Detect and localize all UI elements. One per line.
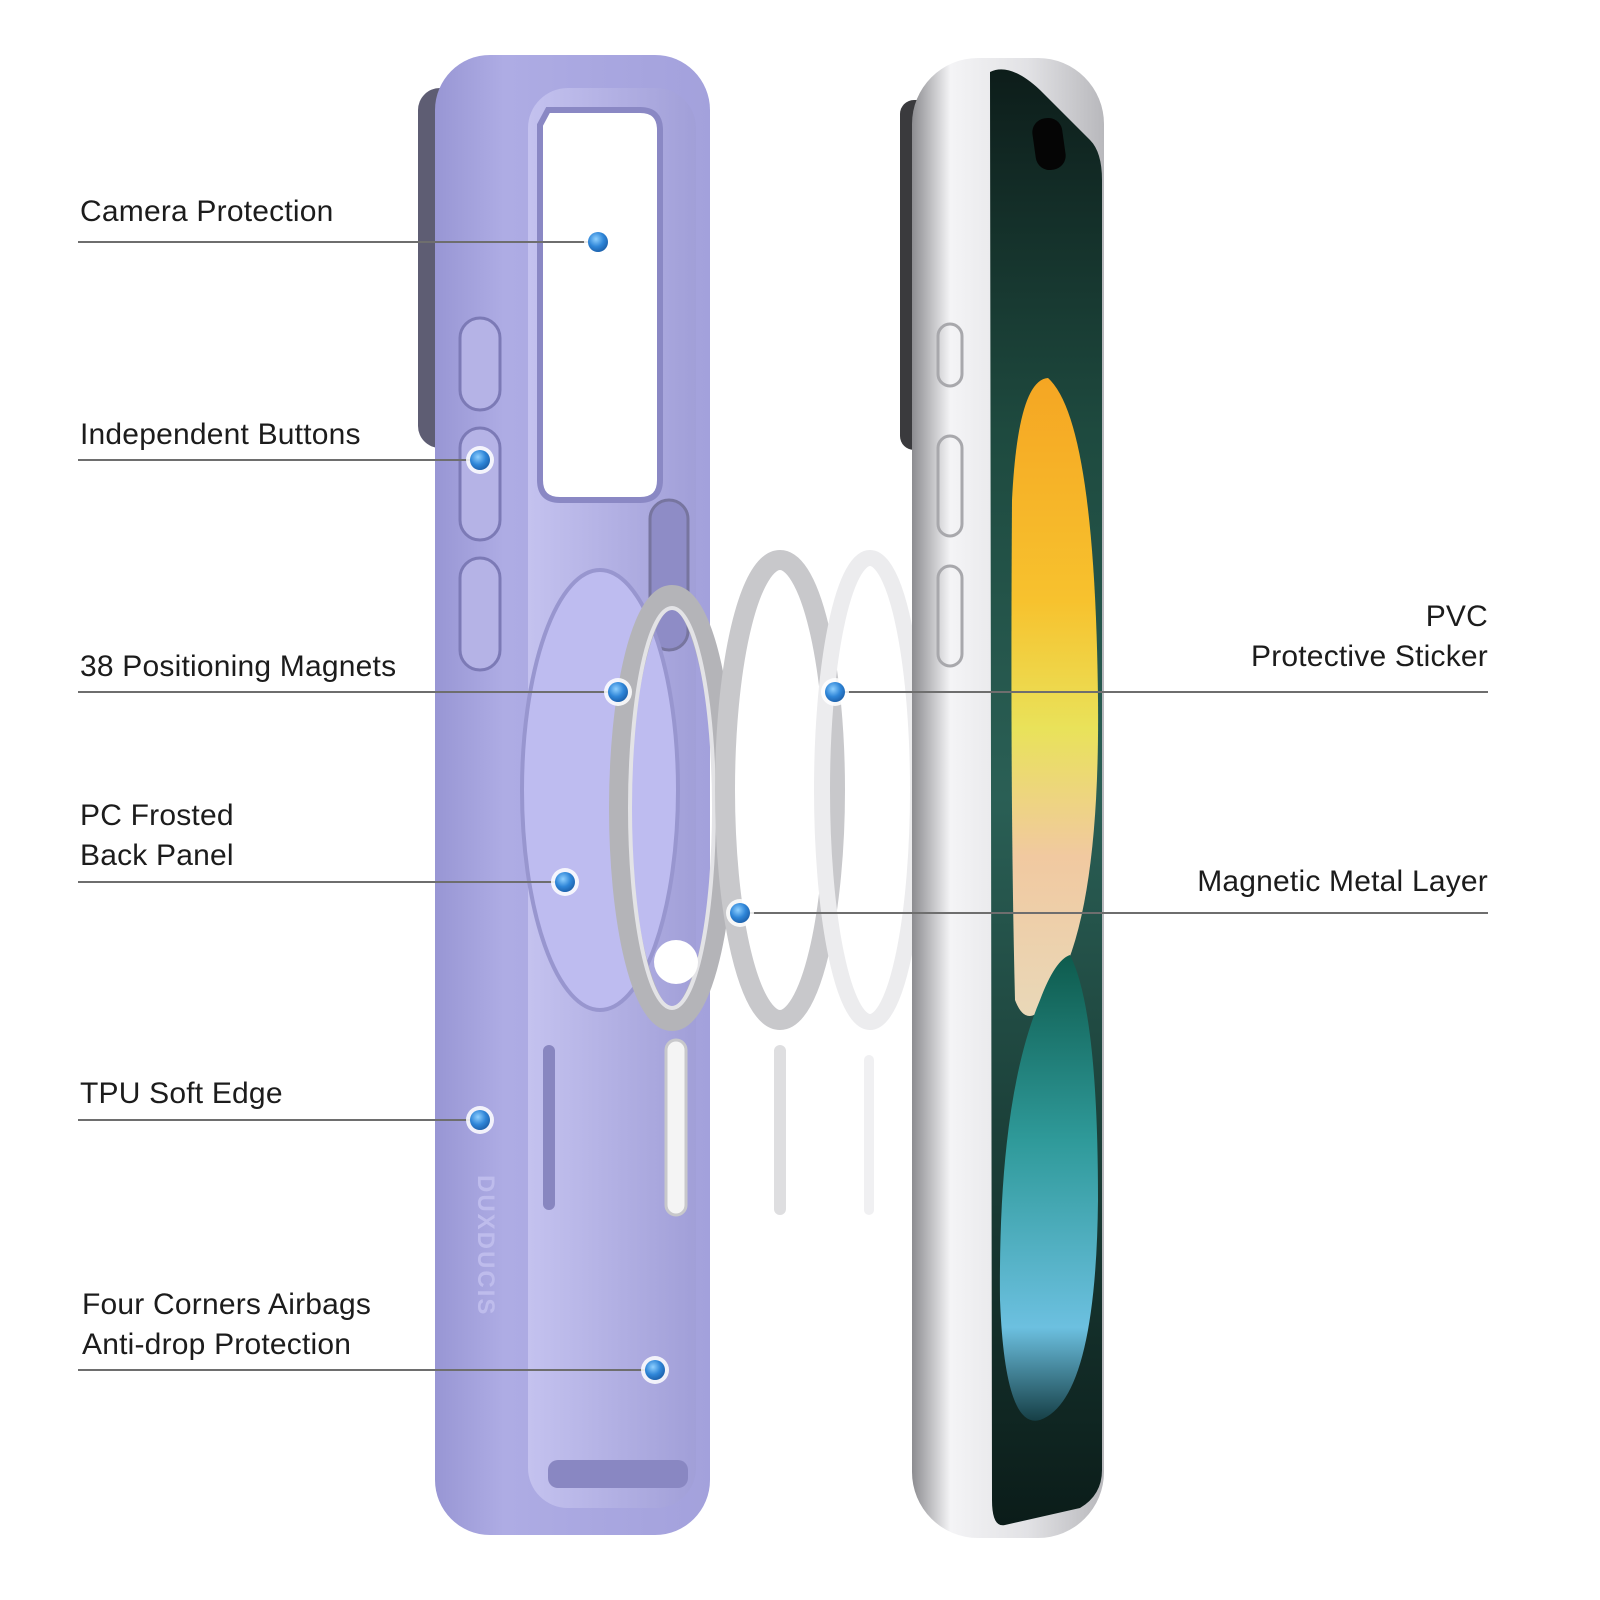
metal-ring-front-inner: [628, 606, 716, 1010]
marker-dot: [821, 678, 849, 706]
label-positioning-magnets-text: 38 Positioning Magnets: [80, 650, 397, 683]
phone-volume-up: [936, 434, 964, 538]
label-magnetic-metal-layer-text: Magnetic Metal Layer: [1197, 865, 1488, 898]
label-tpu-soft-edge-text: TPU Soft Edge: [80, 1077, 283, 1110]
label-camera-protection: Camera Protection: [80, 192, 334, 232]
leader-lines: [78, 241, 1488, 1371]
label-camera-protection-text: Camera Protection: [80, 195, 334, 228]
case-bottom-lip: [548, 1460, 688, 1488]
label-pc-frosted-back-panel: PC Frosted Back Panel: [80, 796, 234, 876]
metal-tail: [664, 1038, 688, 1217]
phone: [900, 58, 1104, 1538]
label-pvc-line2: Protective Sticker: [1250, 640, 1488, 673]
label-pvc-line1: PVC: [1425, 600, 1488, 633]
marker-dot: [551, 868, 579, 896]
magnet-ring-middle: [715, 550, 845, 1030]
label-independent-buttons-text: Independent Buttons: [80, 418, 361, 451]
marker-dot: [466, 1106, 494, 1134]
phone-action-button: [936, 322, 964, 388]
label-pvc-protective-sticker: PVC Protective Sticker: [1251, 597, 1488, 677]
marker-dot: [641, 1356, 669, 1384]
label-magnetic-metal-layer: Magnetic Metal Layer: [1197, 862, 1488, 902]
marker-dot: [466, 446, 494, 474]
case-button-mid: [458, 426, 502, 542]
marker-dot: [604, 678, 632, 706]
label-pc-frosted-line2: Back Panel: [80, 839, 234, 872]
marker-dot: [584, 228, 612, 256]
case-button-top: [458, 316, 502, 412]
callout-markers: [466, 228, 849, 1384]
screen-wallpaper-teal: [999, 955, 1098, 1421]
label-tpu-soft-edge: TPU Soft Edge: [80, 1074, 283, 1114]
case-brand-logo: DUXDUCIS: [472, 1175, 499, 1316]
pvc-tail: [864, 1055, 874, 1215]
dynamic-island: [1032, 117, 1066, 171]
camera-cutout: [537, 107, 663, 503]
phone-volume-down: [936, 564, 964, 668]
label-airbags-line1: Four Corners Airbags: [82, 1288, 372, 1321]
magnet-layers: [609, 550, 926, 1217]
screen-wallpaper-flame: [1011, 378, 1099, 1016]
marker-dot: [726, 899, 754, 927]
label-airbags-line2: Anti-drop Protection: [82, 1328, 352, 1361]
label-four-corners-airbags: Four Corners Airbags Anti-drop Protectio…: [82, 1285, 371, 1365]
label-independent-buttons: Independent Buttons: [80, 415, 361, 455]
case-slot-bar: [543, 1045, 555, 1210]
metal-ring-notch: [654, 940, 698, 984]
label-positioning-magnets: 38 Positioning Magnets: [80, 647, 396, 687]
phone-case: DUXDUCIS: [418, 55, 710, 1535]
case-button-low: [458, 556, 502, 672]
magnet-tail-middle: [774, 1045, 786, 1215]
case-magnet-ring: [520, 568, 680, 1012]
label-pc-frosted-line1: PC Frosted: [80, 799, 234, 832]
